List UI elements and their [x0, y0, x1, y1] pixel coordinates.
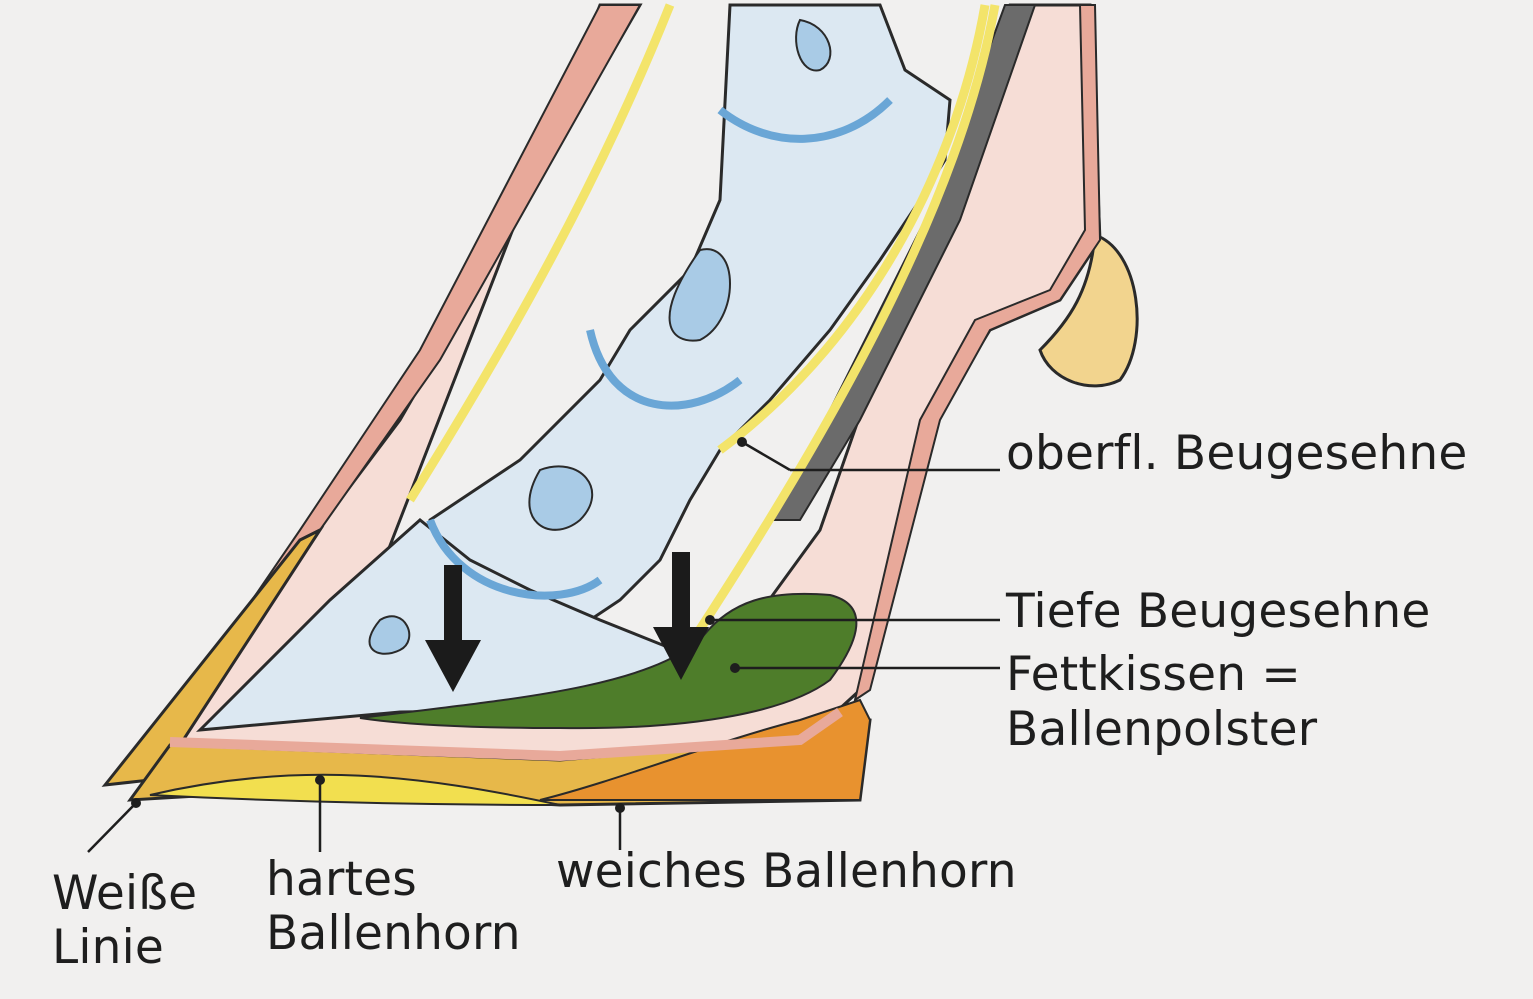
label-white-line-1: Weiße	[52, 864, 197, 924]
dot-hard-horn	[315, 775, 325, 785]
label-superficial-flexor-tendon: oberfl. Beugesehne	[1006, 424, 1468, 484]
dot-white-line	[131, 798, 141, 808]
label-fat-pad-line1: Fettkissen =	[1006, 645, 1301, 705]
label-hard-bulb-horn-2: Ballenhorn	[266, 904, 521, 964]
dot-soft-horn	[615, 803, 625, 813]
label-fat-pad-line2: Ballenpolster	[1006, 700, 1317, 760]
label-white-line-2: Linie	[52, 918, 164, 978]
dot-superficial	[737, 437, 747, 447]
label-hard-bulb-horn-1: hartes	[266, 850, 417, 910]
dot-fat-pad	[730, 663, 740, 673]
label-deep-flexor-tendon: Tiefe Beugesehne	[1006, 582, 1430, 642]
label-soft-bulb-horn: weiches Ballenhorn	[556, 842, 1017, 902]
dot-deep	[705, 615, 715, 625]
leader-superficial	[742, 442, 790, 470]
leader-white-line	[88, 803, 136, 852]
